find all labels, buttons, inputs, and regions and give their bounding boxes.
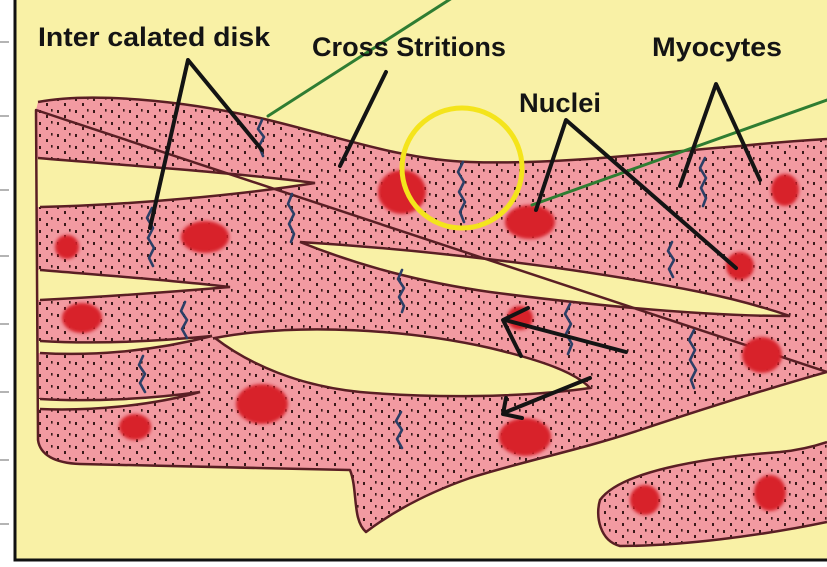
label-nuclei: Nuclei (519, 88, 601, 118)
nucleus (771, 174, 799, 206)
nucleus (119, 414, 151, 440)
nucleus (62, 303, 102, 333)
nucleus (499, 418, 551, 456)
nucleus (236, 384, 288, 424)
nucleus (726, 252, 754, 280)
nucleus (754, 475, 786, 511)
label-intercalated-disk: Inter calated disk (38, 22, 271, 52)
nucleus (742, 337, 782, 373)
nucleus (505, 205, 555, 239)
label-myocytes: Myocytes (652, 32, 782, 62)
nucleus (181, 221, 229, 253)
nucleus (55, 235, 79, 259)
left-margin-strip (0, 0, 14, 567)
nucleus (630, 485, 660, 515)
label-cross-striations: Cross Stritions (312, 32, 506, 62)
